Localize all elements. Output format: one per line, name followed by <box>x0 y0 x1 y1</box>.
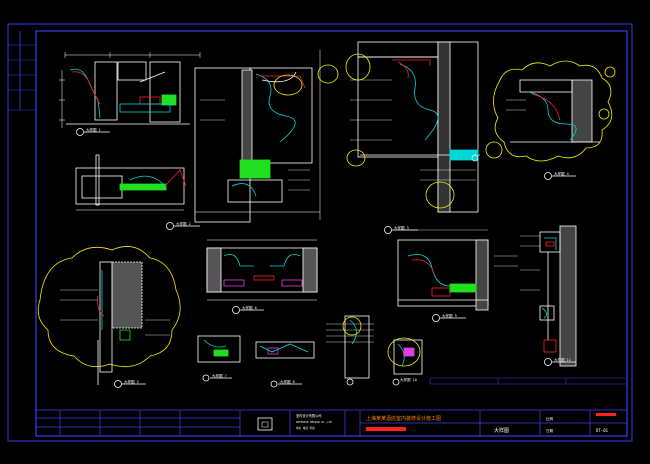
detail-label-10: 大样图 10 <box>400 377 417 382</box>
detail-label-9: 大样图 9 <box>442 313 457 318</box>
detail-group-a <box>59 52 201 230</box>
sheet-number: DT-01 <box>596 428 609 433</box>
company-name: 室内设计有限公司 <box>296 413 322 418</box>
detail-label-11: 大样图 11 <box>554 357 571 362</box>
notes-band <box>429 377 626 385</box>
drawing-name: 大样图 <box>494 427 509 434</box>
company-logo-icon <box>257 417 273 431</box>
detail-group-e <box>37 246 181 388</box>
project-title: 上海某某酒店室内装修设计施工图 <box>366 415 441 422</box>
revision-mark <box>596 413 616 416</box>
detail-group-d <box>493 60 616 180</box>
detail-group-g <box>387 229 518 386</box>
date-label: 日期 <box>546 428 554 433</box>
scale-label: 比例 <box>546 416 554 421</box>
detail-group-f <box>197 239 374 388</box>
detail-group-h <box>520 225 577 367</box>
stamp-mark <box>366 427 406 431</box>
company-name-en: INTERIOR DESIGN CO.,LTD <box>296 420 332 424</box>
detail-label-7: 大样图 7 <box>212 373 227 378</box>
title-block: 室内设计有限公司 INTERIOR DESIGN CO.,LTD 地址 电话 传… <box>35 409 628 437</box>
detail-label-4: 大样图 4 <box>554 171 569 176</box>
detail-group-b <box>194 50 339 223</box>
detail-labels: 大样图 1 大样图 2 大样图 3 大样图 4 大样图 5 大样图 6 大样图 … <box>86 127 571 384</box>
detail-label-1: 大样图 1 <box>86 127 101 132</box>
detail-label-6: 大样图 6 <box>242 305 257 310</box>
detail-label-8: 大样图 8 <box>280 379 295 384</box>
detail-label-3: 大样图 3 <box>394 225 409 230</box>
detail-label-2: 大样图 2 <box>176 221 191 226</box>
detail-label-5: 大样图 5 <box>124 379 139 384</box>
company-address: 地址 电话 传真 <box>296 426 315 430</box>
